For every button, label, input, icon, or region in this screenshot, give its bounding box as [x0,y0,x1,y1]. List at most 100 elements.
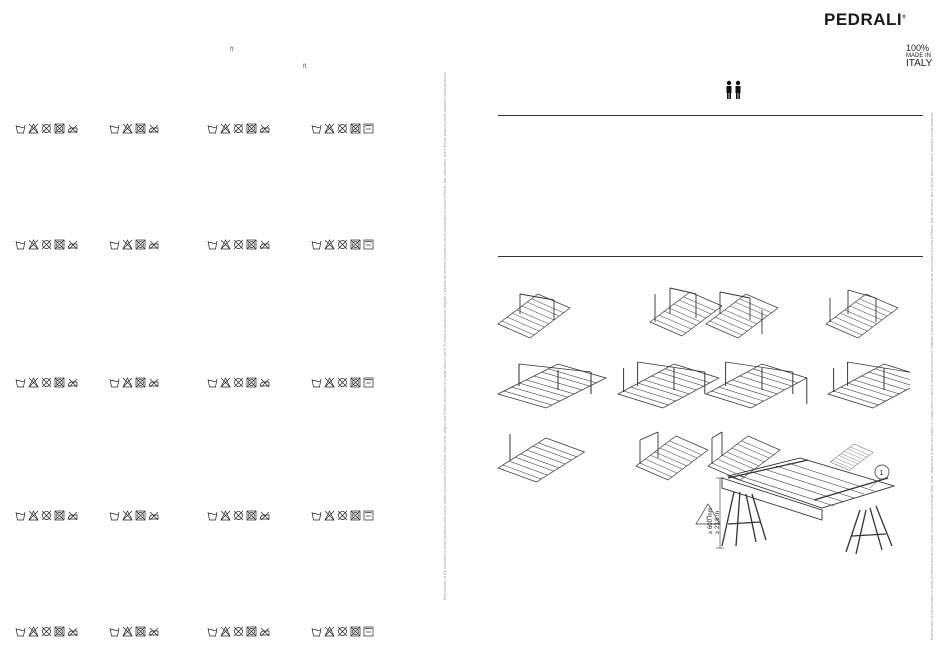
module-drawing [497,434,585,483]
no-bleach-icon [324,123,335,134]
legal-text-right: Reproduction of this document is strictl… [930,111,934,640]
trademark-mark: ® [902,14,907,21]
no-tumble-dry-icon [135,239,146,250]
brand-logo: PEDRALI® [824,10,906,30]
no-dry-clean-icon [337,377,348,388]
no-tumble-dry-icon [135,510,146,521]
no-dry-clean-icon [233,239,244,250]
care-symbol-group [207,626,270,637]
no-tumble-dry-icon [246,239,257,250]
wash-tub-icon [207,378,218,388]
care-symbol-group [207,123,270,134]
no-tumble-dry-icon [135,626,146,637]
no-tumble-dry-icon [350,510,361,521]
no-dry-clean-icon [233,510,244,521]
no-tumble-dry-icon [246,123,257,134]
module-drawing [705,361,808,409]
no-dry-clean-icon [337,626,348,637]
no-bleach-icon [220,239,231,250]
care-symbols-grid [15,123,374,637]
care-symbol-group [109,626,159,637]
module-drawing [497,293,571,339]
no-tumble-dry-icon [246,510,257,521]
module-drawing [649,287,723,337]
footnote-mark: ft [303,64,307,70]
care-symbol-group [109,377,159,388]
no-bleach-icon [324,377,335,388]
no-bleach-icon [220,377,231,388]
no-dry-clean-icon [41,239,52,250]
no-tumble-dry-icon [350,626,361,637]
care-symbol-group [311,377,374,388]
wash-tub-icon [311,627,322,637]
no-iron-icon [148,627,159,637]
legal-text-left: Reproduction of this document is strictl… [443,71,447,600]
made-in-italy-badge: 100% MADE IN ITALY [906,44,946,69]
footnote-mark: ft [230,47,234,53]
product-illustrations: ≥ 600 mm ≥ 23,6 in ! 1 [497,287,910,555]
no-dry-clean-icon [337,510,348,521]
wash-tub-icon [109,378,120,388]
callout-number: 1 [880,470,884,477]
no-tumble-dry-icon [350,239,361,250]
no-tumble-dry-icon [54,239,65,250]
no-dry-clean-icon [41,626,52,637]
no-iron-icon [259,240,270,250]
care-symbol-group [207,510,270,521]
wash-tub-icon [15,378,26,388]
no-tumble-dry-icon [246,626,257,637]
no-bleach-icon [220,510,231,521]
care-symbol-group [15,239,78,250]
module-drawing [497,363,607,409]
no-dry-clean-icon [41,123,52,134]
no-tumble-dry-icon [54,510,65,521]
care-symbol-group [311,510,374,521]
wash-tub-icon [207,511,218,521]
no-iron-icon [148,378,159,388]
care-symbol-group [15,377,78,388]
care-symbol-group [15,510,78,521]
brand-name: PEDRALI [824,10,903,29]
wash-tub-icon [15,511,26,521]
dry-flat-icon [363,377,374,388]
no-bleach-icon [122,626,133,637]
no-dry-clean-icon [233,626,244,637]
no-dry-clean-icon [41,377,52,388]
wash-tub-icon [15,240,26,250]
wash-tub-icon [109,511,120,521]
no-iron-icon [148,511,159,521]
no-iron-icon [67,378,78,388]
no-iron-icon [259,124,270,134]
wash-tub-icon [109,124,120,134]
no-bleach-icon [28,123,39,134]
wash-tub-icon [207,627,218,637]
wash-tub-icon [207,124,218,134]
warning-triangle-icon [695,503,721,525]
height-imperial: ≥ 23,6 in [715,511,721,534]
no-tumble-dry-icon [350,123,361,134]
wash-tub-icon [109,240,120,250]
no-tumble-dry-icon [54,123,65,134]
no-bleach-icon [122,239,133,250]
care-symbol-group [207,377,270,388]
care-symbol-group [15,626,78,637]
module-drawing [707,431,781,481]
wash-tub-icon [311,124,322,134]
no-bleach-icon [122,510,133,521]
dry-flat-icon [363,510,374,521]
module-drawing [635,431,709,481]
no-iron-icon [148,124,159,134]
height-metric: ≥ 600 mm [708,507,714,534]
dry-flat-icon [363,123,374,134]
no-bleach-icon [220,626,231,637]
two-people-icon [726,80,741,99]
wash-tub-icon [311,378,322,388]
no-tumble-dry-icon [350,377,361,388]
care-symbol-group [109,123,159,134]
no-bleach-icon [220,123,231,134]
care-symbol-group [15,123,78,134]
no-iron-icon [148,240,159,250]
made-in-country: ITALY [906,58,933,69]
module-drawing [829,443,874,471]
no-dry-clean-icon [337,239,348,250]
